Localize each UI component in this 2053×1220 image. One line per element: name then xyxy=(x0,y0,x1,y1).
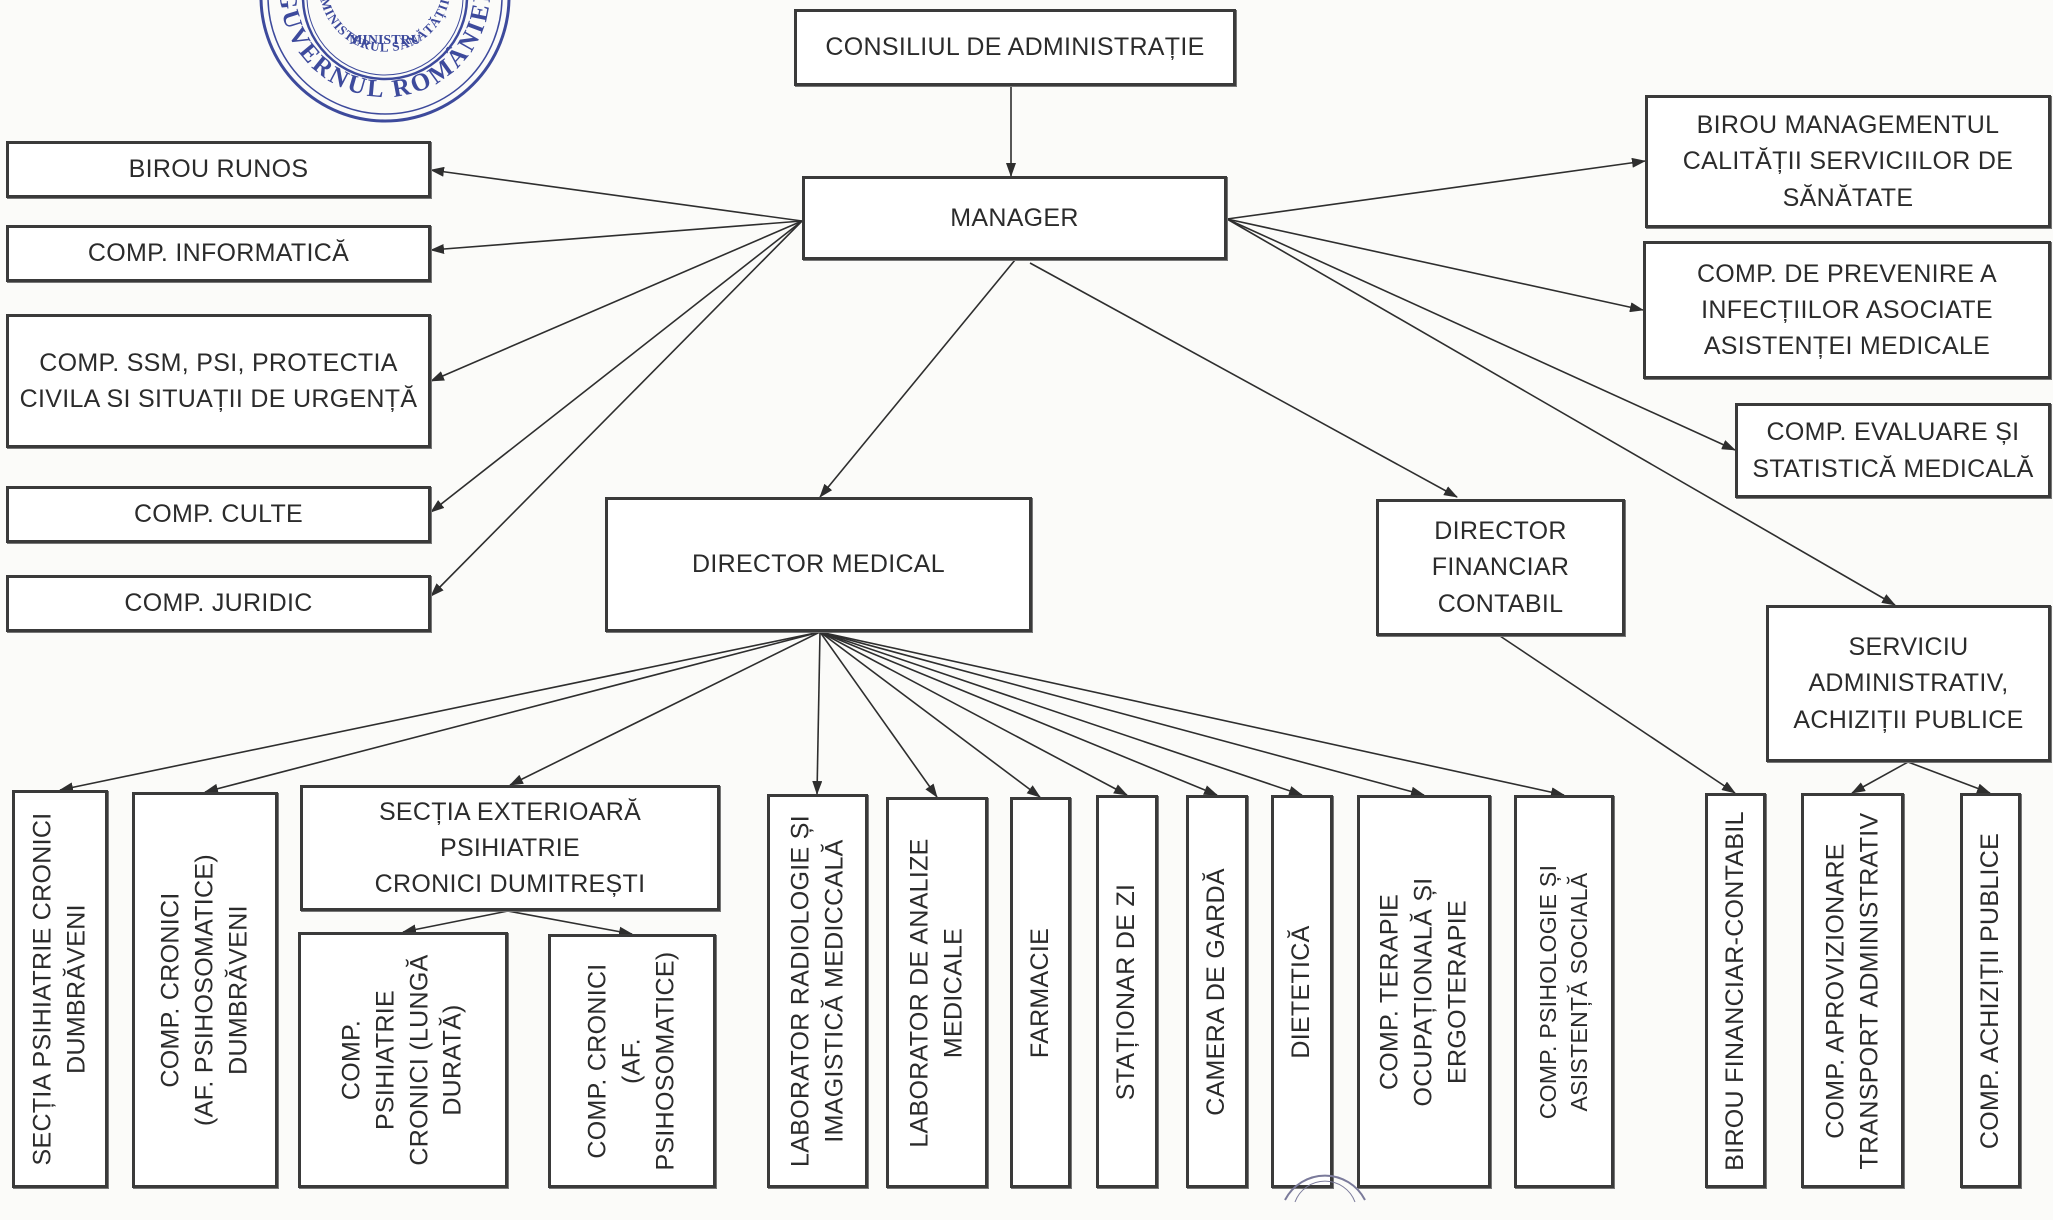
exterioara-to-comp-cronici-psihosomatice-arrow xyxy=(507,910,633,937)
comp-cronici-psihosomatice-box: COMP. CRONICI (AF. PSIHOSOMATICE) xyxy=(548,934,716,1188)
farmacie-label: FARMACIE xyxy=(1025,927,1054,1058)
laborator-radiologie-box: LABORATOR RADIOLOGIE ȘI IMAGISTICĂ MEDIC… xyxy=(767,794,868,1188)
medical-to-camera-garda-arrow xyxy=(819,631,1218,796)
medical-to-comp-cronici-dumbraveni-arrow xyxy=(204,631,821,794)
partial-stamp xyxy=(1284,1174,1366,1203)
dietetica-label: DIETETICĂ xyxy=(1287,924,1316,1059)
camera-garda-label: CAMERA DE GARDĂ xyxy=(1202,867,1231,1116)
ministry-stamp: GUVERNUL ROMÂNIEI MINISTERUL SĂNĂTĂȚII M… xyxy=(259,0,511,123)
manager-to-director-medical-arrow xyxy=(819,259,1016,498)
medical-to-farmacie-arrow xyxy=(819,631,1041,798)
comp-informatica-box: COMP. INFORMATICĂ xyxy=(6,225,431,282)
manager-label: MANAGER xyxy=(950,203,1079,232)
comp-culte-label: COMP. CULTE xyxy=(133,500,304,529)
comp-aprovizionare-label: COMP. APROVIZIONARE TRANSPORT ADMINISTRA… xyxy=(1820,812,1883,1169)
sectia-exterioara-label: SECȚIA EXTERIOARĂ PSIHIATRIE CRONICI DUM… xyxy=(374,797,646,899)
director-medical-label: DIRECTOR MEDICAL xyxy=(692,550,945,579)
stationar-box: STAȚIONAR DE ZI xyxy=(1096,795,1158,1188)
financiar-to-birou-financiar-arrow xyxy=(1499,635,1736,794)
medical-to-dietetica-arrow xyxy=(819,631,1303,796)
laborator-radiologie-label: LABORATOR RADIOLOGIE ȘI IMAGISTICĂ MEDIC… xyxy=(785,815,848,1167)
comp-juridic-box: COMP. JURIDIC xyxy=(6,575,431,632)
comp-aprovizionare-box: COMP. APROVIZIONARE TRANSPORT ADMINISTRA… xyxy=(1801,793,1904,1188)
birou-calitate-label: BIROU MANAGEMENTUL CALITĂȚII SERVICIILOR… xyxy=(1682,111,2014,212)
comp-psihologie-label: COMP. PSIHOLOGIE ȘI ASISTENȚĂ SOCIALĂ xyxy=(1534,864,1592,1119)
dietetica-box: DIETETICĂ xyxy=(1271,795,1333,1188)
medical-to-stationar-arrow xyxy=(819,631,1128,796)
comp-infectii-label: COMP. DE PREVENIRE A INFECȚIILOR ASOCIAT… xyxy=(1696,259,1998,361)
laborator-analize-box: LABORATOR DE ANALIZE MEDICALE xyxy=(886,797,988,1188)
director-financiar-box: DIRECTOR FINANCIAR CONTABIL xyxy=(1376,499,1625,636)
birou-runos-label: BIROU RUNOS xyxy=(128,155,309,184)
comp-ssm-box: COMP. SSM, PSI, PROTECTIA CIVILA SI SITU… xyxy=(6,314,431,448)
sectia-exterioara-box: SECȚIA EXTERIOARĂ PSIHIATRIE CRONICI DUM… xyxy=(300,785,720,911)
medical-to-comp-psihologie-arrow xyxy=(819,631,1565,798)
birou-calitate-box: BIROU MANAGEMENTUL CALITĂȚII SERVICIILOR… xyxy=(1645,95,2051,228)
manager-box: MANAGER xyxy=(802,176,1227,260)
laborator-analize-label: LABORATOR DE ANALIZE MEDICALE xyxy=(905,837,967,1148)
comp-informatica-label: COMP. INFORMATICĂ xyxy=(87,239,350,268)
comp-cronici-dumbraveni-label: COMP. CRONICI (AF. PSIHOSOMATICE) DUMBRĂ… xyxy=(156,854,252,1126)
stamp-center-text: MINISTRU xyxy=(349,33,421,48)
org-chart-connectors xyxy=(59,86,1991,937)
comp-terapie-label: COMP. TERAPIE OCUPAȚIONALĂ ȘI ERGOTERAPI… xyxy=(1375,876,1471,1107)
comp-psihiatrie-lunga-box: COMP. PSIHIATRIE CRONICI (LUNGĂ DURATĂ) xyxy=(298,932,508,1188)
manager-to-birou-runos-arrow xyxy=(430,166,803,222)
manager-to-comp-informatica-arrow xyxy=(430,220,803,254)
manager-to-comp-infectii-arrow xyxy=(1226,218,1644,313)
medical-to-sectia-cronici-dumbraveni-arrow xyxy=(59,631,821,793)
serviciu-administrativ-box: SERVICIU ADMINISTRATIV, ACHIZIȚII PUBLIC… xyxy=(1766,605,2051,762)
birou-financiar-box: BIROU FINANCIAR-CONTABIL xyxy=(1705,793,1766,1188)
manager-to-comp-culte-arrow xyxy=(430,220,803,513)
camera-garda-box: CAMERA DE GARDĂ xyxy=(1186,795,1248,1188)
comp-evaluare-label: COMP. EVALUARE ȘI STATISTICĂ MEDICALĂ xyxy=(1752,418,2034,483)
medical-to-sectia-exterioara-arrow xyxy=(509,631,821,786)
comp-culte-box: COMP. CULTE xyxy=(6,486,431,543)
comp-evaluare-box: COMP. EVALUARE ȘI STATISTICĂ MEDICALĂ xyxy=(1735,403,2051,498)
manager-to-birou-calitate-arrow xyxy=(1226,157,1646,220)
exterioara-to-comp-psihiatrie-lunga-arrow xyxy=(402,910,509,935)
consiliu-box: CONSILIUL DE ADMINISTRAȚIE xyxy=(794,9,1236,86)
comp-cronici-dumbraveni-box: COMP. CRONICI (AF. PSIHOSOMATICE) DUMBRĂ… xyxy=(132,792,278,1188)
manager-to-serviciu-administrativ-arrow xyxy=(1226,218,1896,606)
medical-to-laborator-radiologie-arrow xyxy=(812,631,823,795)
birou-financiar-label: BIROU FINANCIAR-CONTABIL xyxy=(1720,810,1749,1171)
comp-achizitii-box: COMP. ACHIZIȚII PUBLICE xyxy=(1960,793,2021,1188)
comp-cronici-psihosomatice-label: COMP. CRONICI (AF. PSIHOSOMATICE) xyxy=(583,951,679,1171)
stationar-label: STAȚIONAR DE ZI xyxy=(1112,883,1141,1100)
serviciu-to-comp-aprovizionare-arrow xyxy=(1851,761,1909,794)
manager-to-comp-juridic-arrow xyxy=(430,220,803,597)
medical-to-comp-terapie-arrow xyxy=(819,631,1425,797)
comp-achizitii-label: COMP. ACHIZIȚII PUBLICE xyxy=(1975,832,2004,1149)
serviciu-to-comp-achizitii-arrow xyxy=(1907,761,1991,794)
comp-juridic-label: COMP. JURIDIC xyxy=(124,589,313,618)
medical-to-laborator-analize-arrow xyxy=(819,631,938,798)
comp-infectii-box: COMP. DE PREVENIRE A INFECȚIILOR ASOCIAT… xyxy=(1643,241,2051,379)
comp-ssm-label: COMP. SSM, PSI, PROTECTIA CIVILA SI SITU… xyxy=(19,348,418,413)
sectia-cronici-dumbraveni-label: SECȚIA PSIHIATRIE CRONICI DUMBRĂVENI xyxy=(28,812,90,1166)
comp-terapie-box: COMP. TERAPIE OCUPAȚIONALĂ ȘI ERGOTERAPI… xyxy=(1357,795,1491,1188)
sectia-cronici-dumbraveni-box: SECȚIA PSIHIATRIE CRONICI DUMBRĂVENI xyxy=(12,790,108,1188)
director-financiar-label: DIRECTOR FINANCIAR CONTABIL xyxy=(1431,517,1570,618)
serviciu-administrativ-label: SERVICIU ADMINISTRATIV, ACHIZIȚII PUBLIC… xyxy=(1793,633,2024,734)
birou-runos-box: BIROU RUNOS xyxy=(6,141,431,198)
manager-to-comp-evaluare-arrow xyxy=(1226,218,1736,451)
farmacie-box: FARMACIE xyxy=(1010,797,1071,1188)
manager-to-director-financiar-arrow xyxy=(1029,262,1458,498)
consiliu-label: CONSILIUL DE ADMINISTRAȚIE xyxy=(825,33,1205,62)
manager-to-comp-ssm-arrow xyxy=(430,220,803,382)
comp-psihiatrie-lunga-label: COMP. PSIHIATRIE CRONICI (LUNGĂ DURATĂ) xyxy=(337,954,467,1166)
director-medical-box: DIRECTOR MEDICAL xyxy=(605,497,1032,632)
comp-psihologie-box: COMP. PSIHOLOGIE ȘI ASISTENȚĂ SOCIALĂ xyxy=(1514,795,1614,1188)
